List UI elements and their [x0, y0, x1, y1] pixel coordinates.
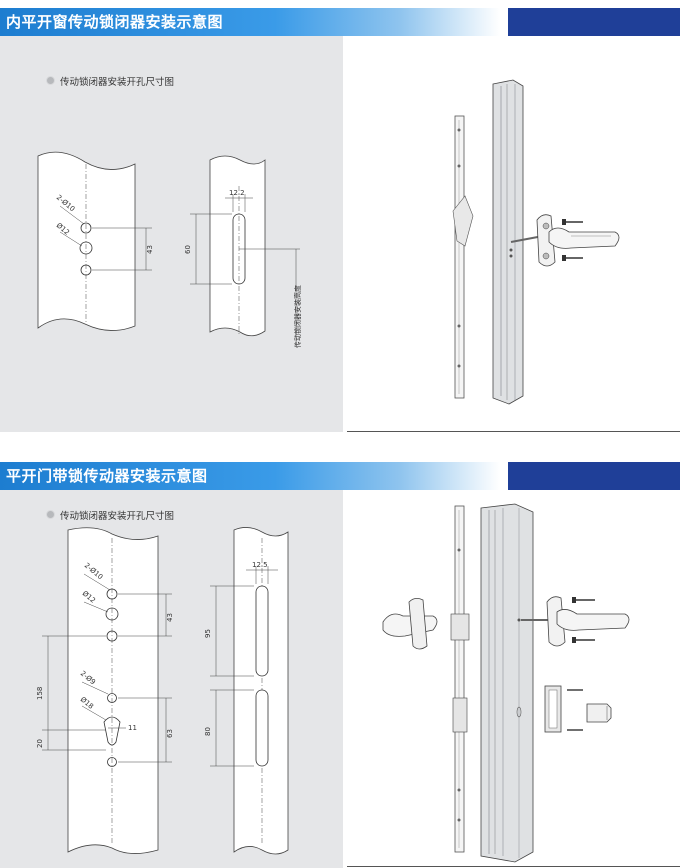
dimension-drawing-panel: 传动锁闭器安装开孔尺寸图 43 2-Ø10 Ø12 12.2 [0, 36, 343, 432]
section-casement-window: 内平开窗传动锁闭器安装示意图 传动锁闭器安装开孔尺寸图 43 2-Ø10 Ø12 [0, 0, 680, 432]
lock-width-label: 11 [128, 724, 137, 732]
divider-line [347, 431, 680, 432]
offset-label: 20 [36, 739, 44, 748]
caption-text: 传动锁闭器安装开孔尺寸图 [60, 77, 175, 88]
drawing-caption: 传动锁闭器安装开孔尺寸图 [46, 508, 174, 522]
slot-lower-label: 80 [204, 727, 212, 736]
drawing-caption: 传动锁闭器安装开孔尺寸图 [46, 74, 174, 88]
slot-width-label: 12.5 [252, 561, 268, 569]
slot-width-label: 12.2 [229, 189, 245, 197]
section-title: 平开门带锁传动器安装示意图 [0, 462, 500, 490]
section-header: 内平开窗传动锁闭器安装示意图 [0, 8, 680, 36]
product-illustration-panel [343, 490, 680, 868]
section-header: 平开门带锁传动器安装示意图 [0, 462, 680, 490]
section-door-lock: 平开门带锁传动器安装示意图 传动锁闭器安装开孔尺寸图 43 63 [0, 454, 680, 868]
header-accent-block [508, 462, 680, 490]
total-length-label: 158 [36, 687, 44, 700]
install-height-label: 传动锁闭器安装高度 [293, 285, 302, 348]
section-title: 内平开窗传动锁闭器安装示意图 [0, 8, 500, 36]
slot-length-label: 60 [184, 245, 192, 254]
slot-upper-label: 95 [204, 629, 212, 638]
bullet-icon [46, 76, 55, 85]
spacing-lower-label: 63 [166, 729, 174, 738]
caption-text: 传动锁闭器安装开孔尺寸图 [60, 511, 175, 522]
hole-dimension-drawing: 43 2-Ø10 Ø12 12.2 60 传动锁闭器安装高度 [37, 151, 302, 348]
spacing-top-label: 43 [166, 613, 174, 622]
dimension-drawing-panel: 传动锁闭器安装开孔尺寸图 43 63 158 20 [0, 490, 343, 868]
hole-dimension-drawing: 43 63 158 20 11 2-Ø10 Ø12 2-Ø9 Ø18 [36, 527, 289, 855]
product-illustration-panel [343, 36, 680, 432]
header-accent-block [508, 8, 680, 36]
window-lock-illustration [452, 79, 620, 405]
bullet-icon [46, 510, 55, 519]
door-lock-illustration [382, 503, 630, 863]
spacing-label: 43 [146, 245, 154, 254]
divider-line [347, 866, 680, 867]
